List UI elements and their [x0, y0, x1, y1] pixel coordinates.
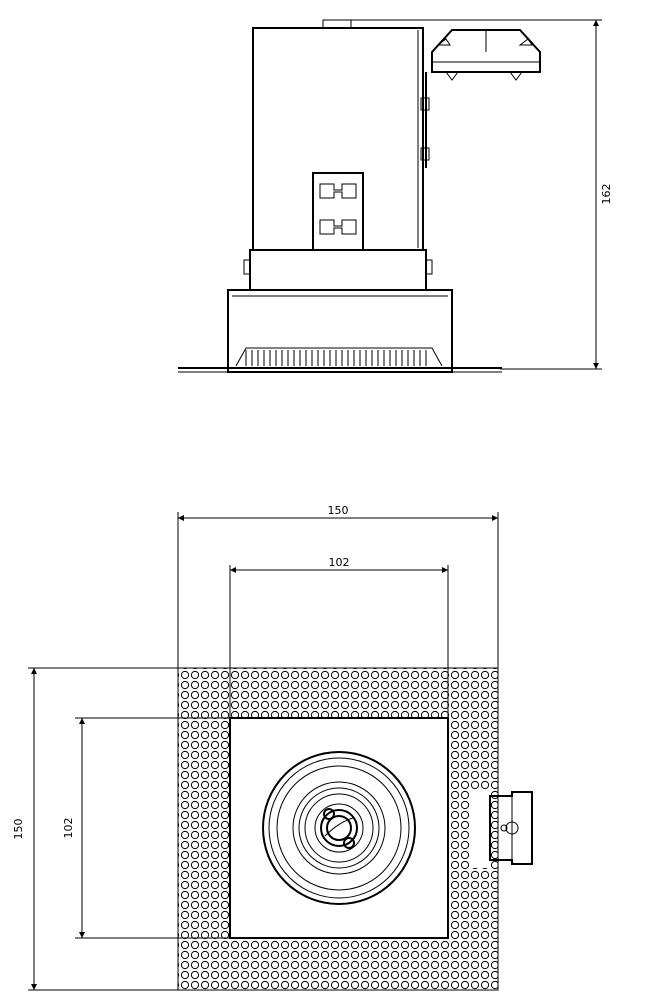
top-view: 150 102 150 102	[12, 504, 533, 991]
inner-width-label: 102	[329, 556, 350, 569]
driver-housing	[252, 19, 424, 251]
trim-bezel	[178, 289, 502, 373]
lamp-holder	[262, 751, 416, 905]
square-trim	[229, 717, 449, 939]
side-view: 162	[178, 19, 613, 373]
height-dimension-label: 162	[600, 184, 613, 205]
h-bracket-window	[312, 172, 364, 251]
outer-height-label: 150	[12, 819, 25, 840]
side-clip	[470, 790, 533, 868]
height-dimension-162: 162	[340, 19, 613, 370]
outer-width-dimension-150: 150	[177, 504, 499, 668]
mounting-clip	[420, 29, 541, 168]
gu10-socket-pins	[323, 808, 355, 849]
outer-height-dimension-150: 150	[12, 667, 178, 991]
collar	[243, 249, 433, 291]
inner-height-label: 102	[62, 818, 75, 839]
outer-width-label: 150	[328, 504, 349, 517]
